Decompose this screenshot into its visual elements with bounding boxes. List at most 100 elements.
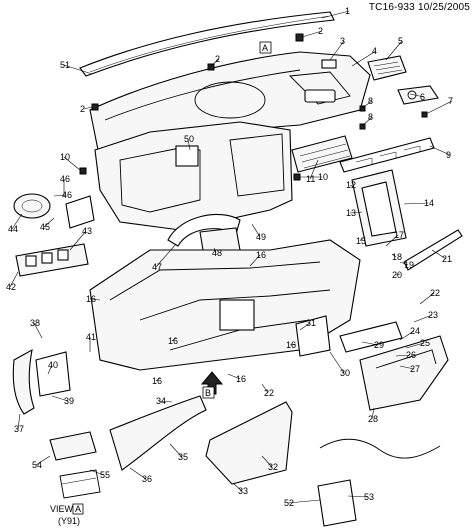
leader-line-45	[43, 217, 55, 228]
leader-line-26	[395, 354, 411, 357]
callout-21: 21	[442, 254, 452, 264]
leader-line-37	[17, 413, 21, 430]
glove-box-assembly	[339, 321, 449, 411]
leader-line-39	[51, 395, 69, 402]
callout-22: 22	[430, 288, 440, 298]
leader-line-19	[399, 261, 409, 266]
left-air-outlet	[13, 193, 95, 229]
callout-27: 27	[410, 364, 420, 374]
ref-box-a: A	[259, 41, 272, 54]
leader-line-6	[409, 93, 425, 98]
leader-line-25	[405, 342, 425, 349]
instrument-panel-carrier	[94, 121, 293, 231]
leader-line-16	[89, 298, 101, 301]
leader-line-53	[347, 495, 369, 498]
callout-33: 33	[238, 486, 248, 496]
callout-9: 9	[446, 150, 451, 160]
callout-46: 46	[60, 174, 70, 184]
leader-line-47	[155, 243, 177, 268]
callout-35: 35	[178, 452, 188, 462]
leader-line-8	[361, 100, 373, 109]
callout-53: 53	[364, 492, 374, 502]
leader-line-36	[129, 467, 147, 480]
knee-bolster-left	[109, 395, 207, 471]
callout-20: 20	[392, 270, 402, 280]
leader-line-33	[233, 483, 243, 492]
lower-trim-strip-right	[403, 229, 463, 271]
leader-line-10	[63, 156, 81, 171]
end-panel-bracket	[35, 351, 71, 397]
center-console-trim-bezel	[351, 169, 407, 247]
leader-line-27	[399, 365, 415, 370]
leader-line-16	[171, 337, 177, 342]
glove-box-striker-bracket	[295, 315, 331, 357]
leader-line-54	[35, 455, 51, 466]
view-a-option: (Y91)	[58, 516, 80, 526]
callout-8: 8	[368, 96, 373, 106]
leader-line-51	[63, 64, 93, 75]
leader-line-49	[251, 223, 261, 238]
callout-54: 54	[32, 460, 42, 470]
callout-51: 51	[60, 60, 70, 70]
callout-34: 34	[156, 396, 166, 406]
leader-line-21	[431, 249, 447, 260]
leader-lines	[9, 10, 453, 504]
leader-line-16	[249, 254, 261, 267]
leader-line-2	[301, 30, 323, 38]
callout-24: 24	[410, 326, 420, 336]
leader-line-29	[361, 341, 379, 346]
callout-12: 12	[346, 180, 356, 190]
leader-line-9	[429, 145, 451, 156]
knee-bolster-center	[205, 401, 293, 485]
instrument-cluster-bezel	[167, 213, 241, 247]
leader-line-52	[287, 499, 321, 504]
callout-18: 18	[392, 252, 402, 262]
leader-line-11	[309, 159, 319, 180]
callout-48: 48	[212, 248, 222, 258]
leader-line-34	[159, 400, 173, 403]
callout-16: 16	[152, 376, 162, 386]
leader-line-46	[53, 194, 67, 197]
view-a-label: VIEW	[50, 504, 74, 514]
leader-line-35	[169, 443, 183, 458]
callout-25: 25	[420, 338, 430, 348]
leader-line-13	[349, 211, 363, 214]
callout-32: 32	[268, 462, 278, 472]
leader-line-8	[361, 116, 373, 127]
callout-6: 6	[420, 92, 425, 102]
callout-49: 49	[256, 232, 266, 242]
ref-letter-b: B	[205, 388, 211, 398]
wiring-harness-bracket	[319, 438, 441, 459]
callout-16: 16	[256, 250, 266, 260]
view-a-ref: A	[75, 504, 81, 514]
callout-50: 50	[184, 134, 194, 144]
ref-letter-a: A	[262, 43, 268, 53]
callout-55: 55	[100, 470, 110, 480]
leader-line-4	[351, 50, 377, 67]
leader-line-31	[299, 322, 311, 331]
callout-5: 5	[398, 36, 403, 46]
leader-line-38	[33, 322, 43, 339]
leader-line-22	[419, 292, 435, 305]
lower-instrument-panel-carrier	[89, 239, 361, 371]
defroster-grille	[79, 11, 335, 77]
leader-line-14	[403, 202, 429, 205]
leader-line-22	[261, 383, 269, 394]
callout-8: 8	[368, 112, 373, 122]
callout-16: 16	[236, 374, 246, 384]
ref-box-b: B	[202, 386, 215, 399]
side-window-defog-outlet	[397, 85, 439, 105]
side-air-outlet-right	[367, 55, 407, 81]
callout-42: 42	[6, 282, 16, 292]
diagram-date: 10/25/2005	[417, 2, 470, 13]
leader-line-16	[289, 343, 297, 346]
callout-15: 15	[356, 236, 366, 246]
callout-2: 2	[80, 104, 85, 114]
callout-38: 38	[30, 318, 40, 328]
leader-line-16	[155, 377, 161, 382]
callout-16: 16	[168, 336, 178, 346]
leader-line-55	[89, 469, 105, 476]
leader-line-16	[227, 373, 241, 380]
callout-40: 40	[48, 360, 58, 370]
